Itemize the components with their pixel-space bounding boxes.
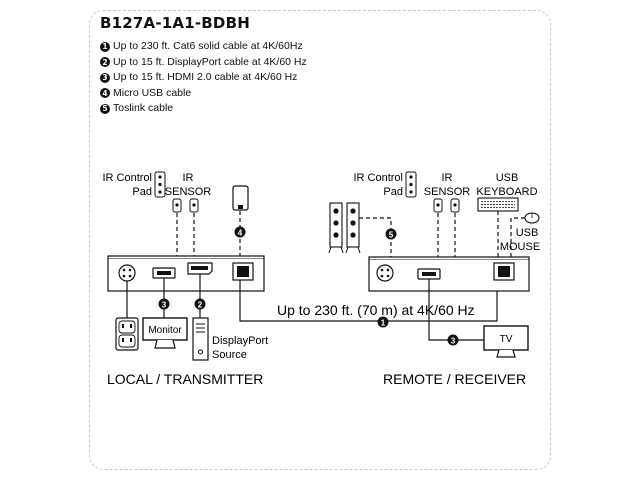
usb-keyboard-label-line2: KEYBOARD	[476, 186, 537, 198]
transmitter-hdmi-port-icon	[152, 267, 176, 279]
marker-2-badge: 2	[194, 298, 206, 310]
usb-mouse-label-line2: MOUSE	[500, 241, 540, 253]
local-ir-plug-icon	[172, 198, 199, 213]
svg-text:3: 3	[162, 300, 167, 309]
svg-text:3: 3	[451, 336, 456, 345]
remote-hdmi-cable	[428, 279, 484, 341]
tv-label: TV	[500, 334, 513, 345]
remote-ir-sensor-label-line2: SENSOR	[424, 186, 471, 198]
usb-keyboard-icon	[477, 197, 519, 212]
diagram-card	[89, 10, 551, 470]
monitor-label: Monitor	[148, 325, 182, 336]
toslink-cable	[359, 217, 392, 257]
displayport-source-label-line1: DisplayPort	[212, 335, 268, 347]
displayport-source-icon	[192, 317, 209, 361]
local-ir-control-label-line1: IR Control	[102, 172, 152, 184]
remote-ir-plug-icon	[433, 198, 460, 213]
local-ir-control-pad-icon	[154, 171, 166, 198]
legend-text: Micro USB cable	[113, 86, 192, 99]
tv-icon	[483, 325, 529, 358]
transmitter-displayport-port-icon	[187, 262, 213, 275]
usb-keyboard-label-line1: USB	[496, 172, 519, 184]
remote-ir-sensor-label-line1: IR	[442, 172, 453, 184]
legend-number-badge: 3	[100, 72, 110, 83]
displayport-source-label-line2: Source	[212, 349, 247, 361]
speakers-icon	[328, 202, 361, 254]
receiver-hdmi-port-icon	[417, 268, 441, 280]
receiver-rj45-port-icon	[493, 262, 515, 281]
legend-text: Up to 15 ft. DisplayPort cable at 4K/60 …	[113, 55, 307, 68]
micro-usb-power-adapter-icon	[232, 185, 249, 211]
wall-outlet-icon	[115, 317, 139, 351]
svg-text:1: 1	[381, 318, 386, 327]
marker-4-badge: 4	[234, 226, 246, 238]
marker-1-badge: 1	[377, 316, 389, 328]
remote-section-label: REMOTE / RECEIVER	[383, 371, 526, 387]
svg-text:4: 4	[238, 228, 243, 237]
transmitter-power-port-icon	[118, 264, 136, 282]
legend-number-badge: 4	[100, 88, 110, 99]
svg-text:5: 5	[389, 230, 394, 239]
local-ir-sensor-label-line1: IR	[183, 172, 194, 184]
legend-number-badge: 1	[100, 41, 110, 52]
marker-3-remote-badge: 3	[447, 334, 459, 346]
usb-mouse-cable	[510, 217, 525, 257]
local-monitor-icon	[142, 317, 188, 349]
local-ir-sensor-label-line2: SENSOR	[165, 186, 212, 198]
link-distance-label: Up to 230 ft. (70 m) at 4K/60 Hz	[277, 302, 475, 318]
legend-text: Toslink cable	[113, 102, 174, 114]
svg-text:2: 2	[198, 300, 203, 309]
marker-5-badge: 5	[385, 228, 397, 240]
legend-text: Up to 230 ft. Cat6 solid cable at 4K/60H…	[113, 40, 303, 52]
transmitter-rj45-port-icon	[232, 262, 254, 281]
cat6-link-cable	[239, 280, 498, 322]
usb-mouse-label-line1: USB	[516, 227, 539, 239]
marker-3-local-badge: 3	[158, 298, 170, 310]
usb-mouse-icon	[524, 212, 540, 224]
remote-ir-control-pad-icon	[405, 171, 417, 198]
legend-text: Up to 15 ft. HDMI 2.0 cable at 4K/60 Hz	[113, 71, 298, 83]
legend-number-badge: 2	[100, 57, 110, 68]
diagram-title: B127A-1A1-BDBH	[100, 14, 250, 32]
remote-ir-control-label-line2: Pad	[383, 186, 403, 198]
local-ir-control-label-line2: Pad	[132, 186, 152, 198]
local-section-label: LOCAL / TRANSMITTER	[107, 371, 263, 387]
remote-ir-control-label-line1: IR Control	[353, 172, 403, 184]
legend-number-badge: 5	[100, 103, 110, 114]
receiver-power-port-icon	[376, 264, 394, 282]
